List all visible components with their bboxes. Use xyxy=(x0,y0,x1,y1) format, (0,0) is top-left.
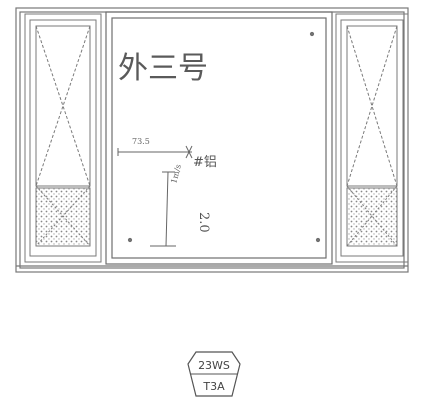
badge-bottom-text: T3A xyxy=(202,380,225,393)
center-fixed-pane xyxy=(105,11,333,265)
hexagon-badge: 23WS T3A xyxy=(187,351,241,397)
width-dimension-label: 73.5 xyxy=(132,137,150,146)
badge-top-text: 23WS xyxy=(198,359,230,372)
center-label: 外三号 xyxy=(118,51,208,86)
right-dotted-panel xyxy=(346,187,398,247)
right-casement xyxy=(335,13,409,263)
left-dotted-panel xyxy=(35,187,91,247)
height-dimension-label: 1m/s xyxy=(169,163,183,184)
left-casement xyxy=(24,13,102,263)
dimension-lines xyxy=(117,145,193,247)
material-annotation: #铝 xyxy=(193,155,217,170)
vertical-note: 2.0 xyxy=(196,212,211,233)
